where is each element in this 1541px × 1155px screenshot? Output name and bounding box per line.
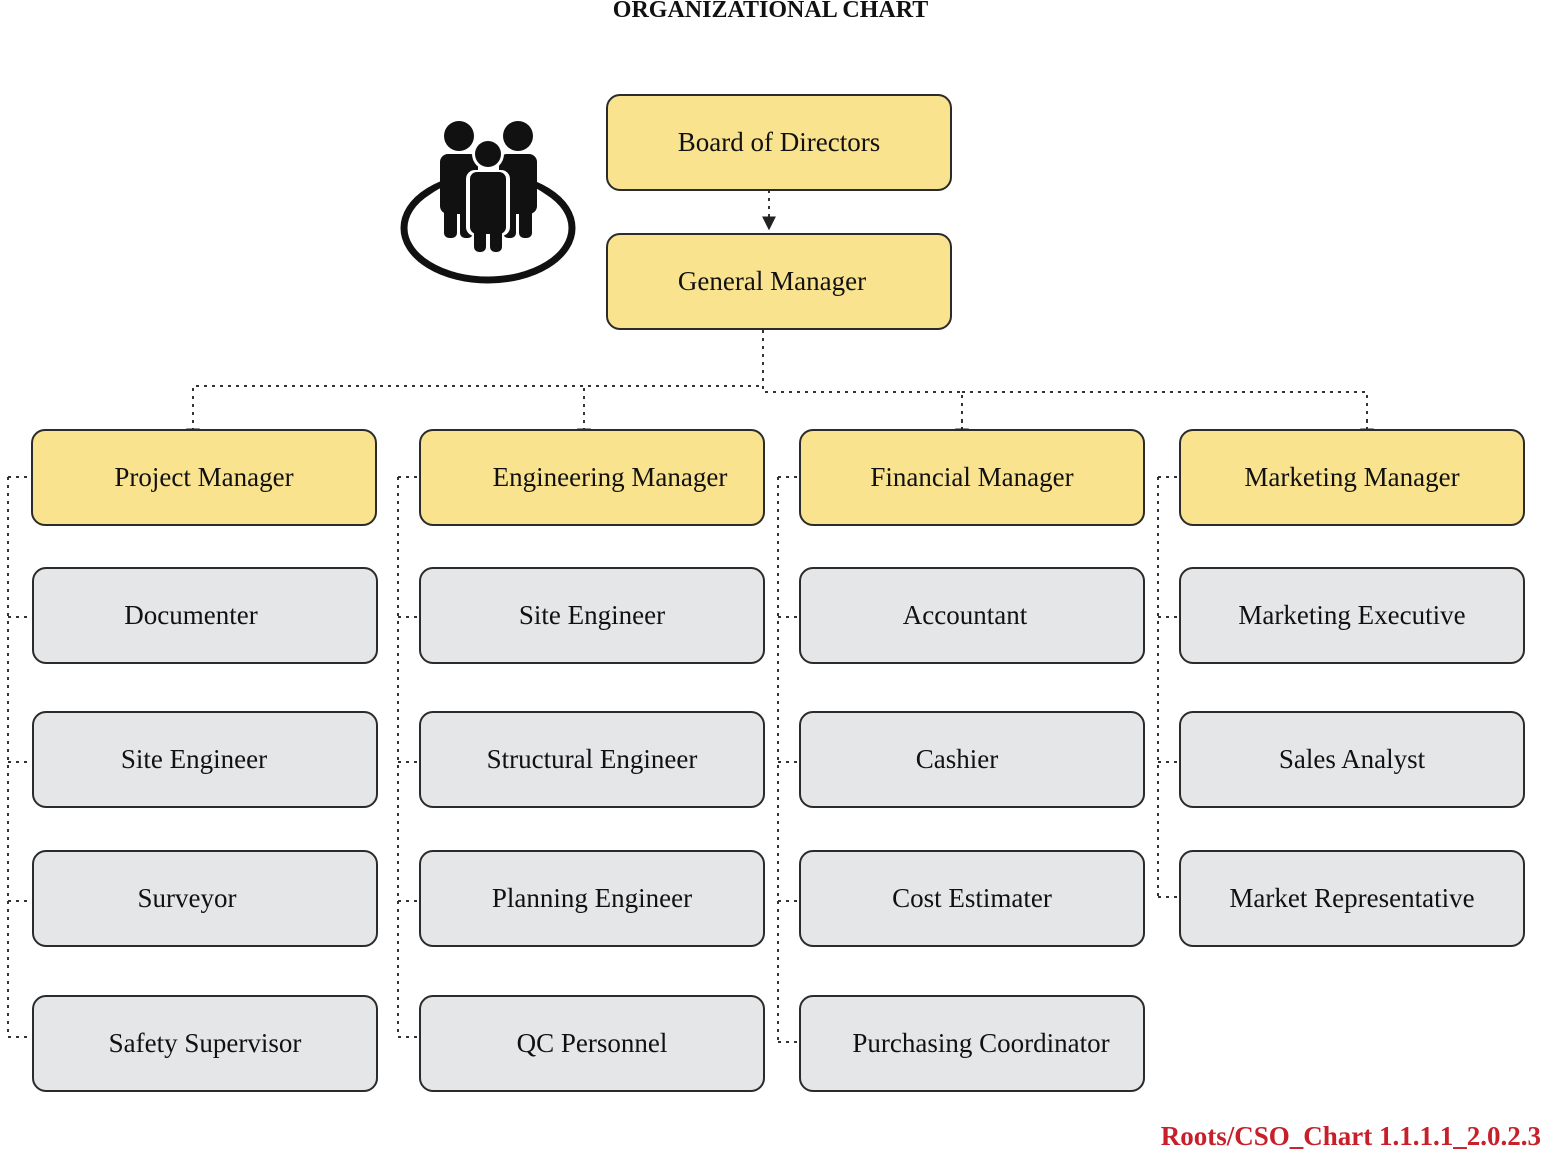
box-label: Project Manager [114,462,294,492]
box-label: Site Engineer [518,600,666,630]
box-label: Marketing Executive [1238,600,1466,630]
box-label: Sales Analyst [1278,744,1426,774]
box-label: General Manager [677,266,867,296]
box-label: Planning Engineer [491,883,693,913]
box-financial-manager: Financial Manager [799,429,1145,526]
box-project-manager: Project Manager [31,429,377,526]
box-label: Site Engineer [120,744,268,774]
box-label: Cashier [915,744,999,774]
box-safety-supervisor: Safety Supervisor [32,995,378,1092]
box-site-engineer-engineering: Site Engineer [419,567,765,664]
document-code: Roots/CSO_Chart 1.1.1.1_2.0.2.3 [1160,1121,1541,1151]
box-label: Documenter [124,600,258,630]
box-structural-engineer: Structural Engineer [419,711,765,808]
box-market-representative: Market Representative [1179,850,1525,947]
box-documenter: Documenter [32,567,378,664]
box-purchasing-coordinator: Purchasing Coordinator [799,995,1145,1092]
box-qc-personnel: QC Personnel [419,995,765,1092]
box-label: Safety Supervisor [108,1028,302,1058]
box-label: Surveyor [137,883,237,913]
box-label: Board of Directors [677,127,881,157]
box-site-engineer-project: Site Engineer [32,711,378,808]
chart-title: ORGANIZATIONAL CHART [612,0,929,23]
box-label: Cost Estimater [892,883,1052,913]
box-label: Accountant [902,600,1028,630]
box-board-of-directors: Board of Directors [606,94,952,191]
box-label: QC Personnel [516,1028,668,1058]
box-general-manager: General Manager [606,233,952,330]
box-label: Market Representative [1229,883,1475,913]
box-cost-estimater: Cost Estimater [799,850,1145,947]
box-label: Marketing Manager [1244,462,1460,492]
box-engineering-manager: Engineering Manager [419,429,765,526]
box-marketing-manager: Marketing Manager [1179,429,1525,526]
box-label: Financial Manager [870,462,1074,492]
box-surveyor: Surveyor [32,850,378,947]
box-planning-engineer: Planning Engineer [419,850,765,947]
box-sales-analyst: Sales Analyst [1179,711,1525,808]
box-label: Engineering Manager [492,462,728,492]
box-label: Structural Engineer [486,744,698,774]
box-label: Purchasing Coordinator [852,1028,1110,1058]
box-cashier: Cashier [799,711,1145,808]
box-marketing-executive: Marketing Executive [1179,567,1525,664]
group-of-people-icon [400,121,576,284]
box-accountant: Accountant [799,567,1145,664]
